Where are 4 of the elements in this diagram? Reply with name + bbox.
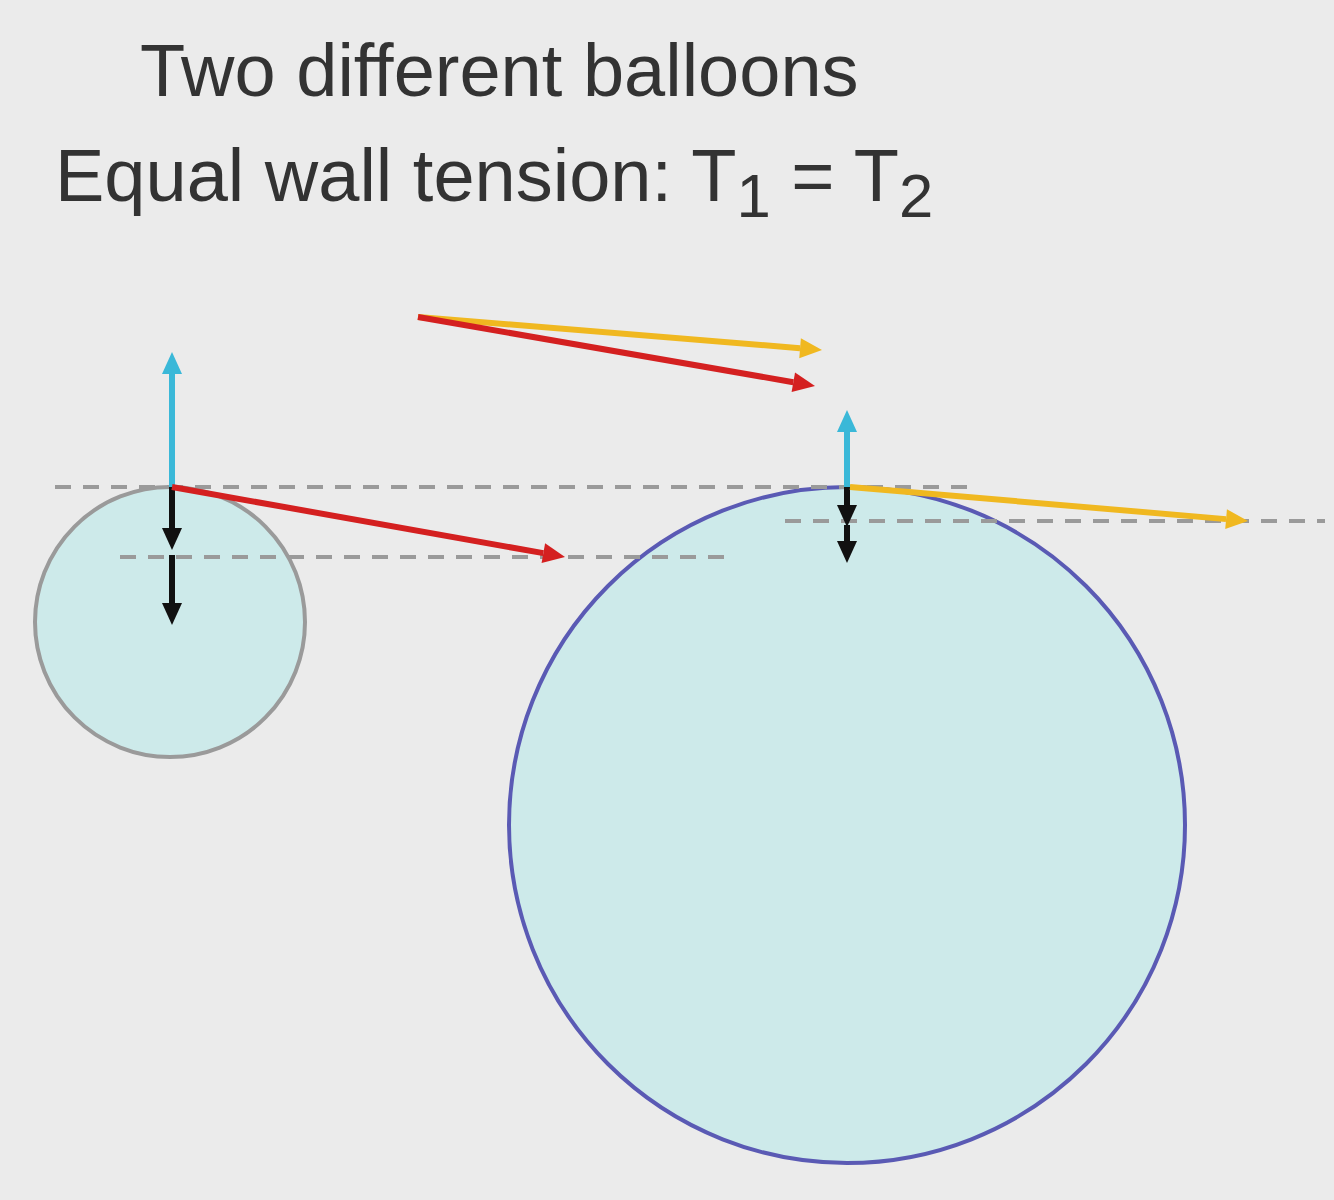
balloon-circle: [33, 485, 307, 759]
equation-text: Equal wall tension: T$_{1}$ = T$_{2}$: [55, 135, 934, 230]
balloon-circle: [507, 485, 1187, 1165]
diagram-title: Two different balloons: [140, 30, 859, 112]
